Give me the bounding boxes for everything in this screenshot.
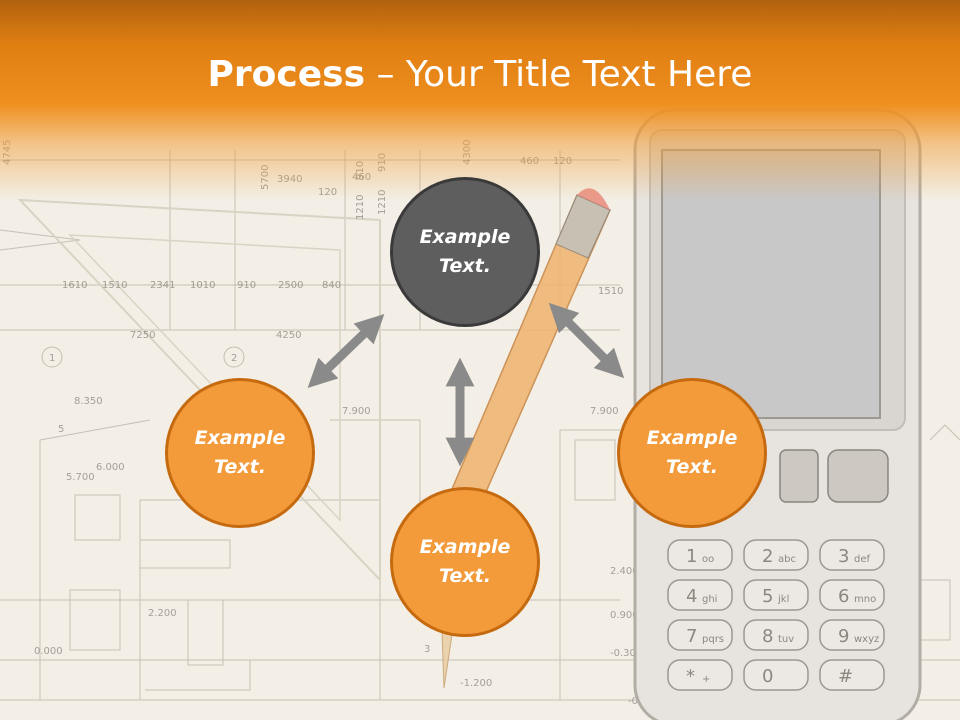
phone-key-digit: 8 [762,626,773,647]
phone-key-shape [819,539,885,571]
bg-label-23: 5.700 [66,472,95,483]
phone-key-shape [667,579,733,611]
phone-key-shape [743,619,809,651]
phone-key: 8 tuv [743,619,809,651]
phone-key-letters: pqrs [702,634,724,645]
phone-key-letters: oo [702,554,714,565]
bg-label-29: -1.200 [460,678,492,689]
phone-key-shape [819,579,885,611]
bg-label-31: 0.900 [610,610,639,621]
phone-key: 6 mno [819,579,885,611]
phone-key-letters: def [854,554,871,565]
bg-label-17: 910 [237,280,256,291]
phone-key-digit: 7 [686,626,697,647]
bg-label-15: 2341 [150,280,175,291]
bg-label-26: 7.900 [590,406,619,417]
bg-label-8: 1210 [377,190,388,215]
bg-label-18: 2500 [278,280,303,291]
bg-label-14: 1510 [102,280,127,291]
process-node-bottom: Example Text. [390,487,540,637]
phone-key: 5 jkl [743,579,809,611]
arrow-left-diagonal [307,314,385,388]
bg-label-16: 1010 [190,280,215,291]
phone-key: *+ [667,659,733,691]
process-node-right: Example Text. [617,378,767,528]
process-node-bottom-text: Example Text. [419,536,511,587]
bg-label-20: 4250 [276,330,301,341]
phone-key-letters: tuv [778,634,794,645]
phone-key: 4 ghi [667,579,733,611]
phone-key-letters: wxyz [854,634,879,645]
phone-key-digit: 0 [762,666,773,687]
bg-label-28: 0.000 [34,646,63,657]
phone-key-digit: 4 [686,586,697,607]
process-node-left-text: Example Text. [194,427,286,478]
bg-label-24: 6.000 [96,462,125,473]
bg-label-19: 840 [322,280,341,291]
bg-label-13: 1610 [62,280,87,291]
title-strong: Process [207,54,366,95]
phone-key-letters: ghi [702,594,717,605]
slide-title: Process – Your Title Text Here [0,52,960,98]
bg-label-36: 3 [424,644,430,655]
phone-key-shape [819,619,885,651]
bg-label-27: 2.200 [148,608,177,619]
axis-markers [41,346,245,368]
phone-key: 0 [743,659,809,691]
bg-label-34: 1 [49,353,55,364]
phone-key-letters: + [702,674,710,685]
phone-key-shape [819,659,885,691]
phone-key: # [819,659,885,691]
phone-key-digit: # [838,666,853,687]
bg-label-25: 7.900 [342,406,371,417]
phone-key-shape [743,539,809,571]
phone-key: 7 pqrs [667,619,733,651]
process-node-right-text: Example Text. [646,427,738,478]
phone-key-shape [743,659,809,691]
phone-key: 3 def [819,539,885,571]
phone-key-letters: abc [778,554,796,565]
phone-key-digit: 1 [686,546,697,567]
phone-key-letters: jkl [777,594,789,605]
phone-key-digit: 5 [762,586,773,607]
bg-label-22: 8.350 [74,396,103,407]
bg-label-10: 1210 [355,195,366,220]
process-node-left: Example Text. [165,378,315,528]
phone-key: 9 wxyz [819,619,885,651]
bg-label-12: 1510 [598,286,623,297]
phone-key: 2 abc [743,539,809,571]
phone-key-shape [667,539,733,571]
bg-label-35: 2 [231,353,237,364]
phone-key-digit: 2 [762,546,773,567]
phone-key: 1 oo [667,539,733,571]
phone-key-digit: 9 [838,626,849,647]
title-rest: – Your Title Text Here [365,54,753,95]
phone-key-letters: mno [854,594,876,605]
title-bar [0,0,960,200]
arrow-right-diagonal [548,302,625,379]
bg-label-37: 5 [58,424,64,435]
bg-label-21: 7250 [130,330,155,341]
phone-key-digit: 6 [838,586,849,607]
process-node-top-text: Example Text. [419,226,511,277]
phone-key-digit: * [686,666,695,687]
phone-key-shape [667,659,733,691]
process-node-top: Example Text. [390,177,540,327]
phone-key-digit: 3 [838,546,849,567]
bg-label-32: -0.30 [610,648,636,659]
bg-label-30: 2.400 [610,566,639,577]
phone-key-shape [743,579,809,611]
phone-key-shape [667,619,733,651]
